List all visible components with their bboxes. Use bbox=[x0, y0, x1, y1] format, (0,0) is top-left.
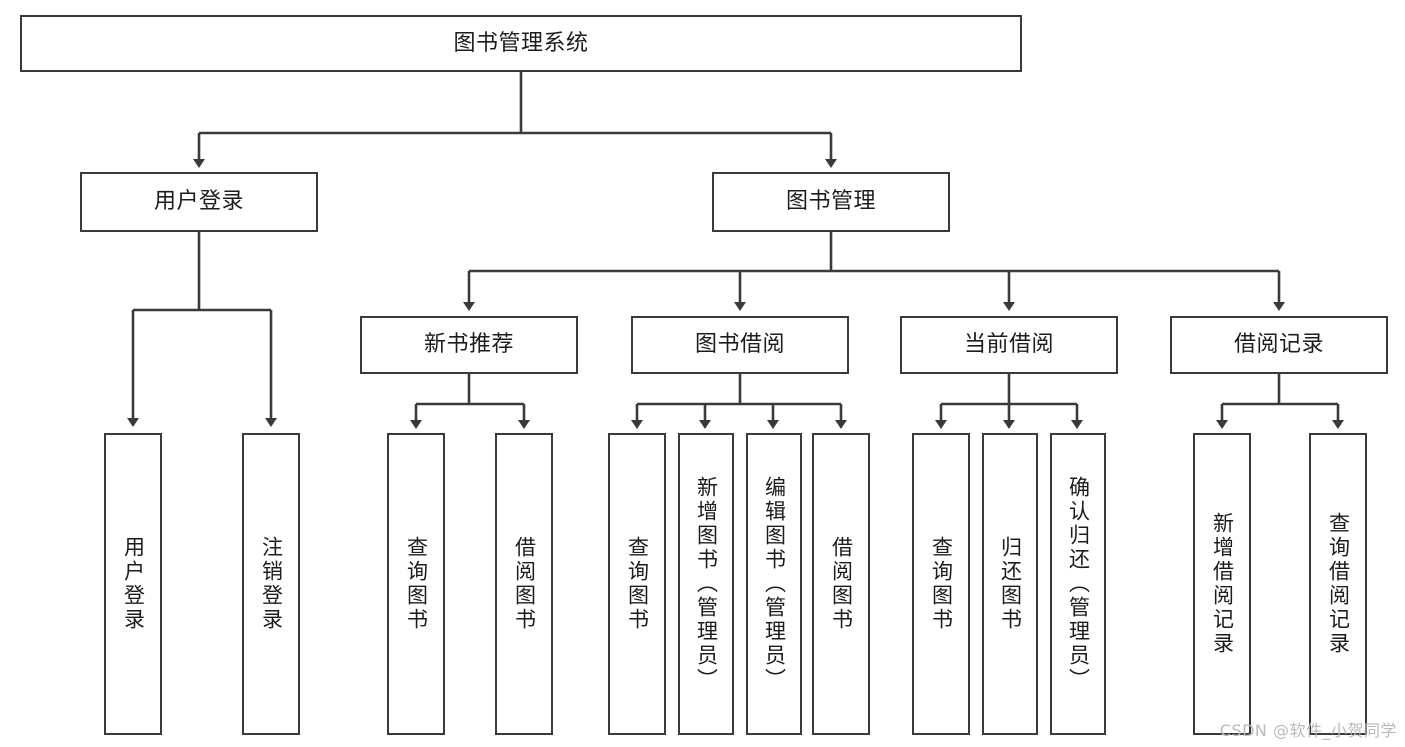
node-leaf-return-book[interactable]: 归还图书 bbox=[982, 433, 1038, 735]
node-leaf-query-record[interactable]: 查询借阅记录 bbox=[1309, 433, 1367, 735]
node-root-label: 图书管理系统 bbox=[453, 30, 589, 56]
node-leaf-query-book-3[interactable]: 查询图书 bbox=[912, 433, 970, 735]
node-book-management[interactable]: 图书管理 bbox=[712, 172, 950, 232]
node-user-login[interactable]: 用户登录 bbox=[80, 172, 318, 232]
node-leaf-return-book-label: 归还图书 bbox=[998, 536, 1023, 632]
node-borrow-record-label: 借阅记录 bbox=[1233, 332, 1324, 358]
node-leaf-query-book-3-label: 查询图书 bbox=[929, 536, 954, 632]
node-leaf-borrow-book-2[interactable]: 借阅图书 bbox=[812, 433, 870, 735]
node-leaf-logout-login[interactable]: 注销登录 bbox=[242, 433, 300, 735]
node-leaf-borrow-book-2-label: 借阅图书 bbox=[829, 536, 854, 632]
node-current-borrow[interactable]: 当前借阅 bbox=[900, 316, 1118, 374]
node-leaf-confirm-return-label: 确认归还（管理员） bbox=[1066, 476, 1091, 692]
node-leaf-add-book[interactable]: 新增图书（管理员） bbox=[678, 433, 734, 735]
node-leaf-edit-book[interactable]: 编辑图书（管理员） bbox=[746, 433, 802, 735]
node-book-management-label: 图书管理 bbox=[785, 189, 876, 215]
node-user-login-label: 用户登录 bbox=[153, 189, 244, 215]
node-leaf-query-book-2[interactable]: 查询图书 bbox=[608, 433, 666, 735]
node-leaf-query-book-1[interactable]: 查询图书 bbox=[387, 433, 445, 735]
node-book-borrow[interactable]: 图书借阅 bbox=[631, 316, 849, 374]
node-leaf-add-book-label: 新增图书（管理员） bbox=[694, 476, 719, 692]
node-leaf-borrow-book-1[interactable]: 借阅图书 bbox=[495, 433, 553, 735]
node-leaf-logout-login-label: 注销登录 bbox=[259, 536, 284, 632]
node-leaf-user-login-label: 用户登录 bbox=[121, 536, 146, 632]
node-leaf-add-record[interactable]: 新增借阅记录 bbox=[1193, 433, 1251, 735]
node-book-borrow-label: 图书借阅 bbox=[694, 332, 785, 358]
node-leaf-edit-book-label: 编辑图书（管理员） bbox=[762, 476, 787, 692]
node-borrow-record[interactable]: 借阅记录 bbox=[1170, 316, 1388, 374]
node-leaf-user-login[interactable]: 用户登录 bbox=[104, 433, 162, 735]
node-leaf-query-book-1-label: 查询图书 bbox=[404, 536, 429, 632]
node-leaf-query-book-2-label: 查询图书 bbox=[625, 536, 650, 632]
node-leaf-add-record-label: 新增借阅记录 bbox=[1210, 512, 1235, 656]
node-root[interactable]: 图书管理系统 bbox=[20, 15, 1022, 72]
node-current-borrow-label: 当前借阅 bbox=[963, 332, 1054, 358]
node-new-book-recommend-label: 新书推荐 bbox=[423, 332, 514, 358]
node-new-book-recommend[interactable]: 新书推荐 bbox=[360, 316, 578, 374]
node-leaf-confirm-return[interactable]: 确认归还（管理员） bbox=[1050, 433, 1106, 735]
node-leaf-borrow-book-1-label: 借阅图书 bbox=[512, 536, 537, 632]
node-leaf-query-record-label: 查询借阅记录 bbox=[1326, 512, 1351, 656]
